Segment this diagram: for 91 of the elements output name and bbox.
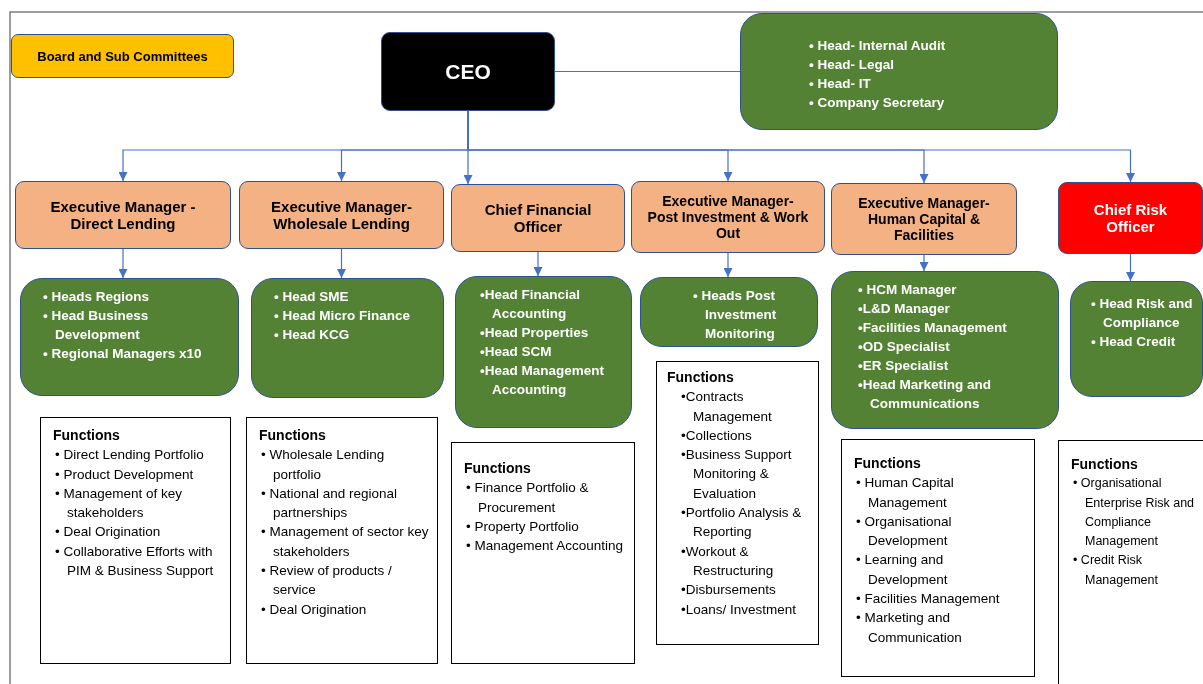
- role-item: •ER Specialist: [858, 357, 950, 375]
- functions-box: [40, 417, 231, 664]
- role-title: Executive Manager- Human Capital & Facilities: [857, 195, 991, 243]
- function-item: •Workout & Restructuring: [681, 542, 775, 580]
- function-item: •Contracts Management: [681, 388, 773, 426]
- role-item: • Head- Internal Audit: [809, 37, 947, 55]
- role-item: • Heads Post Investment Monitoring: [693, 287, 778, 343]
- function-item: •Disbursements: [681, 581, 777, 600]
- connector-arrow: [723, 252, 733, 278]
- role-item: • Head Credit: [1091, 333, 1177, 351]
- role-item: • Head Micro Finance: [274, 307, 411, 325]
- function-item: • Marketing and Communication: [856, 609, 963, 647]
- functions-box: [841, 439, 1035, 677]
- role-item: • Regional Managers x10: [43, 345, 203, 363]
- team-box: [455, 276, 632, 428]
- connector-arrow: [118, 248, 128, 279]
- functions-heading: Functions: [259, 426, 327, 445]
- functions-box: [656, 361, 819, 645]
- connector-arrow: [533, 251, 543, 277]
- role-item: •L&D Manager: [858, 300, 951, 318]
- role-item: •Head Properties: [480, 324, 590, 342]
- function-item: • Product Development: [55, 465, 195, 484]
- function-item: • Human Capital Management: [856, 474, 955, 512]
- role-title: Board and Sub Committees: [37, 48, 208, 64]
- role-item: • Company Secretary: [809, 94, 946, 112]
- functions-heading: Functions: [53, 426, 121, 445]
- executive-box: [631, 181, 825, 253]
- executive-box: [451, 184, 625, 252]
- role-title: Chief Risk Officer: [1092, 201, 1169, 235]
- office-box: [740, 13, 1058, 130]
- connector-arrow: [1126, 253, 1135, 282]
- role-item: •Facilities Management: [858, 319, 1008, 337]
- role-item: • Head KCG: [274, 326, 351, 344]
- executive-box: [831, 183, 1017, 255]
- function-item: • Learning and Development: [856, 551, 949, 589]
- function-item: • National and regional partnerships: [261, 484, 399, 523]
- function-item: • Management Accounting: [466, 537, 625, 556]
- role-item: •Head Marketing and Communications: [858, 376, 992, 413]
- function-item: •Business Support Monitoring & Evaluation: [681, 446, 793, 503]
- function-item: • Deal Origination: [55, 523, 162, 542]
- function-item: • Facilities Management: [856, 590, 1001, 609]
- function-item: • Collaborative Efforts with PIM & Business Support: [55, 542, 215, 581]
- function-item: • Management of sector key stakeholders: [261, 523, 429, 561]
- functions-heading: Functions: [1071, 455, 1139, 474]
- ceo-box: [381, 32, 555, 111]
- role-title: Chief Financial Officer: [483, 201, 593, 235]
- role-item: •Head SCM: [480, 343, 553, 361]
- function-item: • Direct Lending Portfolio: [55, 446, 205, 465]
- team-box: [251, 278, 444, 398]
- function-item: • Management of key stakeholders: [55, 484, 184, 523]
- connector-arrow: [337, 248, 346, 279]
- function-item: • Property Portfolio: [466, 517, 580, 536]
- team-box: [20, 278, 239, 396]
- role-title: CEO: [445, 59, 491, 84]
- role-item: •Head Financial Accounting: [480, 286, 581, 323]
- role-item: • Head- Legal: [809, 56, 895, 74]
- role-item: • Head- IT: [809, 75, 872, 93]
- function-item: • Finance Portfolio & Procurement: [466, 479, 590, 517]
- function-item: • Deal Origination: [261, 600, 368, 619]
- role-item: • Head Risk and Compliance: [1091, 295, 1194, 332]
- function-item: • Organisational Enterprise Risk and Compliance Management: [1073, 475, 1196, 551]
- team-box: [831, 271, 1059, 429]
- committee-box: [11, 34, 234, 78]
- functions-box: [246, 417, 438, 664]
- role-item: • Head SME: [274, 288, 350, 306]
- functions-box: [1058, 440, 1203, 684]
- team-box: [640, 277, 818, 347]
- role-item: • Heads Regions: [43, 288, 150, 306]
- functions-heading: Functions: [667, 368, 735, 387]
- function-item: • Wholesale Lending portfolio: [261, 446, 386, 484]
- connector-arrow: [919, 254, 929, 272]
- function-item: • Organisational Development: [856, 512, 953, 551]
- function-item: •Portfolio Analysis & Reporting: [681, 504, 803, 542]
- functions-box: [451, 442, 635, 664]
- role-title: Executive Manager - Direct Lending: [49, 198, 197, 232]
- executive-box: [1058, 182, 1203, 254]
- executive-box: [239, 181, 444, 249]
- functions-heading: Functions: [464, 459, 532, 478]
- function-item: •Loans/ Investment: [681, 600, 798, 619]
- role-item: •Head Management Accounting: [480, 362, 605, 399]
- functions-heading: Functions: [854, 454, 922, 473]
- role-item: • Head Business Development: [43, 307, 150, 344]
- function-item: • Credit Risk Management: [1073, 552, 1159, 589]
- function-item: •Collections: [681, 426, 753, 445]
- role-title: Executive Manager- Post Investment & Work Out: [646, 193, 810, 241]
- team-box: [1070, 281, 1203, 397]
- role-item: •OD Specialist: [858, 338, 951, 356]
- executive-box: [15, 181, 231, 249]
- function-item: • Review of products / service: [261, 562, 393, 600]
- role-title: Executive Manager- Wholesale Lending: [270, 198, 413, 232]
- role-item: • HCM Manager: [858, 281, 958, 299]
